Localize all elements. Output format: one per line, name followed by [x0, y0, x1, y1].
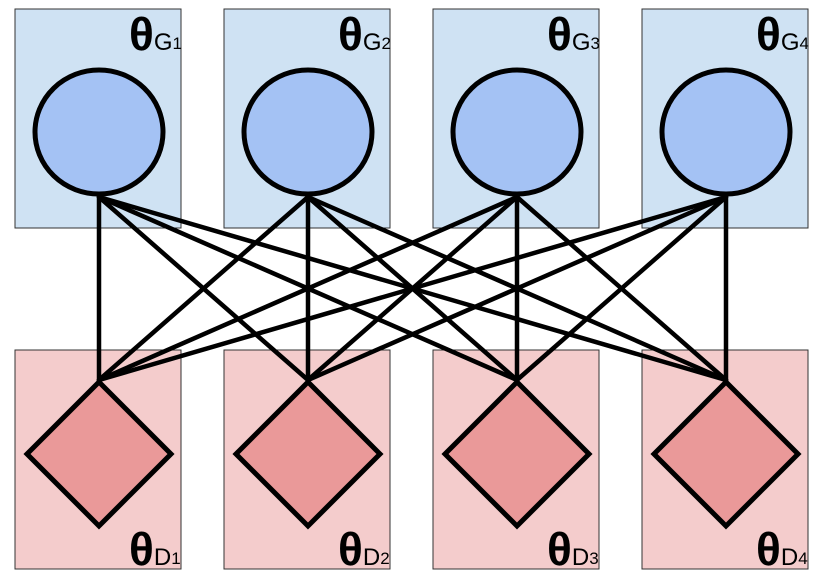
- generator-node-4: [659, 67, 793, 197]
- edge-g4-d3: [514, 194, 729, 383]
- theta-symbol: θ: [129, 523, 154, 575]
- theta-symbol: θ: [338, 523, 363, 575]
- generator-2-label: θG2: [338, 8, 391, 60]
- generator-3-index: 3: [591, 34, 600, 53]
- generator-4-index: 4: [800, 34, 809, 53]
- discriminator-3-index: 3: [589, 549, 598, 568]
- discriminator-4-letter: D: [781, 544, 798, 571]
- discriminator-2-letter: D: [363, 544, 380, 571]
- theta-symbol: θ: [547, 8, 572, 60]
- generator-4-letter: G: [781, 29, 800, 56]
- discriminator-2-index: 2: [380, 549, 389, 568]
- generator-4-label: θG4: [756, 8, 809, 60]
- generator-3-label: θG3: [547, 8, 600, 60]
- discriminator-3-label: θD3: [547, 523, 599, 575]
- discriminator-4-label: θD4: [756, 523, 808, 575]
- discriminator-2-label: θD2: [338, 523, 390, 575]
- theta-symbol: θ: [547, 523, 572, 575]
- generator-node-3: [450, 67, 584, 197]
- discriminator-1-label: θD1: [129, 523, 181, 575]
- generator-1-label: θG1: [129, 8, 182, 60]
- discriminator-node-2: [232, 378, 384, 530]
- theta-symbol: θ: [756, 8, 781, 60]
- theta-symbol: θ: [756, 523, 781, 575]
- edge-g2-d1: [96, 194, 311, 383]
- theta-symbol: θ: [338, 8, 363, 60]
- generator-1-index: 1: [173, 34, 182, 53]
- connections: [96, 194, 729, 383]
- generator-node-1: [32, 67, 166, 197]
- discriminator-4-index: 4: [798, 549, 807, 568]
- generator-node-2: [241, 67, 375, 197]
- discriminator-node-3: [441, 378, 593, 530]
- edge-g4-d1: [96, 194, 729, 383]
- edge-g4-d2: [305, 194, 729, 383]
- generator-3-letter: G: [572, 29, 591, 56]
- generator-2-index: 2: [382, 34, 391, 53]
- generator-1-letter: G: [154, 29, 173, 56]
- discriminator-node-1: [23, 378, 175, 530]
- generator-2-letter: G: [363, 29, 382, 56]
- discriminator-1-letter: D: [154, 544, 171, 571]
- theta-symbol: θ: [129, 8, 154, 60]
- discriminator-3-letter: D: [572, 544, 589, 571]
- discriminator-node-4: [650, 378, 802, 530]
- edge-g3-d1: [96, 194, 520, 383]
- discriminator-1-index: 1: [171, 549, 180, 568]
